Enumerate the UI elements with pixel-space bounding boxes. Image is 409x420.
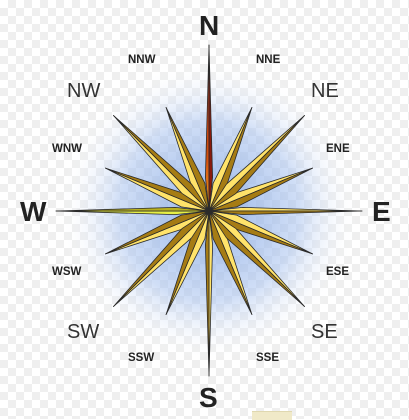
label-southeast: SE — [311, 322, 338, 342]
label-south: S — [199, 384, 218, 412]
label-southwest: SW — [67, 322, 99, 342]
label-east: E — [372, 198, 391, 226]
label-northwest: NW — [67, 81, 100, 101]
label-ene: ENE — [326, 144, 350, 156]
label-sse: SSE — [256, 353, 279, 365]
label-wsw: WSW — [52, 267, 81, 279]
label-ssw: SSW — [128, 353, 154, 365]
label-wnw: WNW — [52, 144, 82, 156]
label-nnw: NNW — [128, 55, 155, 67]
label-northeast: NE — [311, 81, 339, 101]
label-ese: ESE — [326, 267, 349, 279]
label-north: N — [199, 12, 219, 40]
label-west: W — [20, 198, 46, 226]
label-nne: NNE — [256, 55, 280, 67]
